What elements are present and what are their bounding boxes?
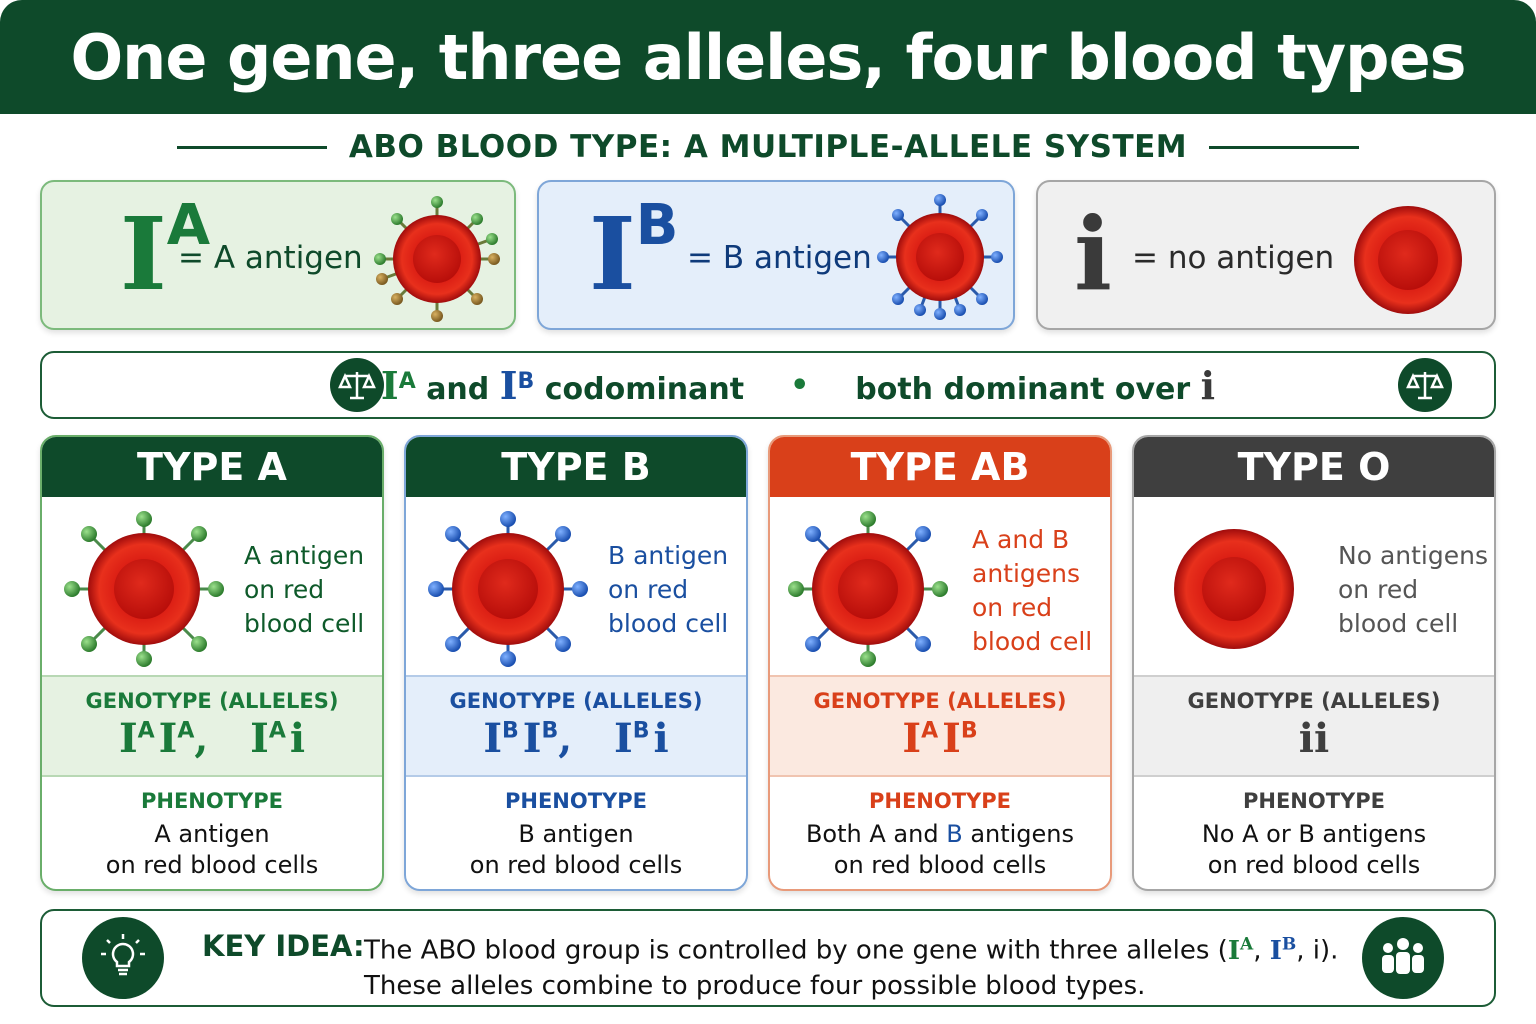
allele-box-i: i = no antigen [1036, 180, 1496, 330]
title-banner: One gene, three alleles, four blood type… [0, 0, 1536, 114]
red-blood-cell-ab-antigen-icon [788, 511, 948, 667]
phenotype-label: PHENOTYPE [504, 789, 647, 813]
subtitle: ABO BLOOD TYPE: A MULTIPLE-ALLELE SYSTEM [348, 129, 1188, 165]
key-idea-label: KEY IDEA: [202, 929, 365, 963]
subtitle-row: ABO BLOOD TYPE: A MULTIPLE-ALLELE SYSTEM [0, 124, 1536, 170]
red-blood-cell-b-icon [877, 194, 1003, 320]
page-title: One gene, three alleles, four blood type… [70, 20, 1466, 94]
red-blood-cell-plain-icon [1354, 206, 1462, 314]
allele-symbol-i: i [1074, 195, 1112, 313]
genotype-section: GENOTYPE (ALLELES) IA IB [770, 675, 1110, 777]
genotype-value: ii [1298, 715, 1330, 762]
allele-symbol-ia: IA [120, 193, 211, 313]
red-blood-cell-a-icon [374, 196, 500, 322]
red-blood-cell-no-antigen-icon [1174, 529, 1294, 649]
codominance-text: IA and IB codominant [380, 362, 745, 408]
balance-scale-icon [330, 358, 384, 412]
card-header: TYPE AB [770, 437, 1110, 497]
lightbulb-icon [82, 917, 164, 999]
people-group-icon [1362, 917, 1444, 999]
genotype-value: IA IB [902, 715, 978, 762]
allele-box-ia: IA = A antigen [40, 180, 516, 330]
phenotype-label: PHENOTYPE [140, 789, 283, 813]
genotype-label: GENOTYPE (ALLELES) [85, 689, 339, 713]
balance-scale-icon [1398, 358, 1452, 412]
genotype-label: GENOTYPE (ALLELES) [449, 689, 703, 713]
key-idea-text: The ABO blood group is controlled by one… [364, 934, 1339, 1001]
allele-text-ib: = B antigen [687, 240, 872, 276]
genotype-value: IB IB, IB i [483, 715, 669, 762]
divider-right [1209, 145, 1360, 149]
card-header: TYPE A [42, 437, 382, 497]
genotype-label: GENOTYPE (ALLELES) [1187, 689, 1441, 713]
separator-bullet: • [790, 367, 810, 403]
allele-text-ia: = A antigen [178, 240, 363, 276]
genotype-label: GENOTYPE (ALLELES) [813, 689, 1067, 713]
card-header: TYPE B [406, 437, 746, 497]
codominance-bar: IA and IB codominant • both dominant ove… [40, 351, 1496, 419]
red-blood-cell-a-antigen-icon [64, 511, 224, 667]
card-header: TYPE O [1134, 437, 1494, 497]
phenotype-label: PHENOTYPE [868, 789, 1011, 813]
genotype-section: GENOTYPE (ALLELES) ii [1134, 675, 1494, 777]
genotype-section: GENOTYPE (ALLELES) IA IA, IA i [42, 675, 382, 777]
divider-left [176, 145, 327, 149]
dominance-text: both dominant over i [855, 362, 1216, 408]
allele-symbol-ib: IB [589, 193, 679, 313]
allele-text-i: = no antigen [1132, 240, 1335, 276]
phenotype-label: PHENOTYPE [1242, 789, 1385, 813]
key-idea-box: KEY IDEA: The ABO blood group is control… [40, 909, 1496, 1007]
red-blood-cell-b-antigen-icon [428, 511, 588, 667]
allele-box-ib: IB = B antigen [537, 180, 1015, 330]
genotype-value: IA IA, IA i [118, 715, 306, 762]
genotype-section: GENOTYPE (ALLELES) IB IB, IB i [406, 675, 746, 777]
